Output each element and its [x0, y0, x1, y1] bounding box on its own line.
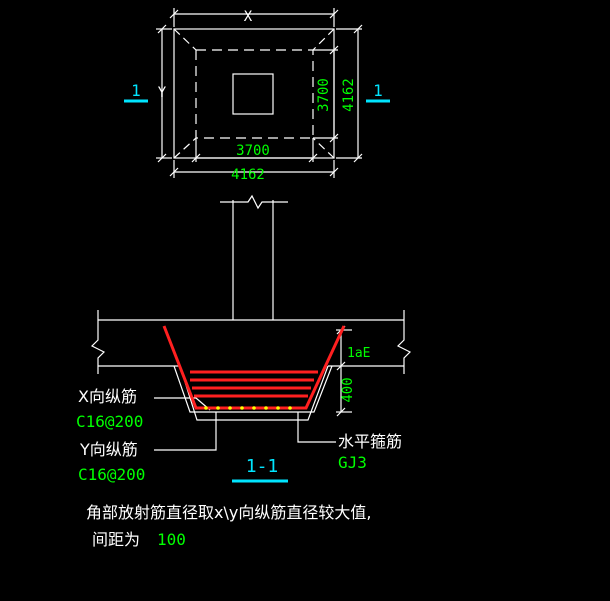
leader-x-bar [154, 397, 211, 411]
plan-view [156, 8, 363, 178]
x-bar-spec: C16@200 [76, 412, 143, 431]
leader-stirrup [297, 412, 336, 443]
plan-diagonal [312, 28, 335, 51]
leader-y-bar [154, 412, 217, 451]
plan-outer-square [173, 28, 335, 159]
dim-tick [157, 24, 167, 34]
column-break-line [220, 194, 288, 210]
slab-break-right [396, 310, 412, 374]
stirrup-spec: GJ3 [338, 453, 367, 472]
dim-tick [336, 407, 346, 417]
dim-400-text: 400 [340, 377, 356, 402]
rebar-dots [204, 406, 292, 410]
stirrup-label: 水平箍筋 [338, 432, 402, 451]
y-bar-label: Y向纵筋 [79, 440, 138, 459]
rebar-dot [276, 406, 280, 410]
slab-break-left [90, 310, 106, 374]
dim-tick [353, 24, 363, 34]
rebar-dot [288, 406, 292, 410]
y-bar-spec: C16@200 [78, 465, 145, 484]
section-mark-left: 1 [131, 81, 141, 100]
rebar [162, 325, 346, 410]
rebar-u-outer [162, 325, 346, 410]
plan-label-x: X [244, 9, 253, 25]
rebar-dot [252, 406, 256, 410]
note-line2-value: 100 [157, 530, 186, 549]
dim-tick [353, 153, 363, 163]
dim-lae-text: 1aE [347, 346, 370, 361]
dim-tick [157, 153, 167, 163]
pit-outline [179, 365, 329, 421]
note-line1: 角部放射筋直径取x\y向纵筋直径较大值, [86, 503, 371, 522]
plan-dim-outer-h: 4162 [231, 167, 265, 183]
plan-diagonal [312, 137, 335, 159]
dim-tick [329, 167, 339, 177]
x-bar-label: X向纵筋 [78, 387, 137, 406]
rebar-dot [204, 406, 208, 410]
rebar-dot [264, 406, 268, 410]
plan-dashed-square [195, 49, 314, 139]
pit-cover-line [173, 365, 333, 413]
dim-tick [329, 133, 339, 143]
section-mark-right: 1 [373, 81, 383, 100]
plan-column [232, 73, 274, 115]
plan-dim-inner-h: 3700 [236, 143, 270, 159]
rebar-dot [240, 406, 244, 410]
note-line2-prefix: 间距为 [92, 530, 140, 549]
plan-diagonal [173, 28, 197, 51]
plan-dim-outer-v: 4162 [341, 78, 357, 112]
plan-diagonal [173, 137, 197, 159]
rebar-dot [228, 406, 232, 410]
rebar-dot [216, 406, 220, 410]
dim-tick [329, 45, 339, 55]
dim-tick [329, 9, 339, 19]
dim-tick [169, 9, 179, 19]
dim-tick [169, 167, 179, 177]
plan-label-y: Y [158, 85, 167, 101]
section-title: 1-1 [246, 456, 279, 477]
plan-dim-inner-v: 3700 [316, 78, 332, 112]
